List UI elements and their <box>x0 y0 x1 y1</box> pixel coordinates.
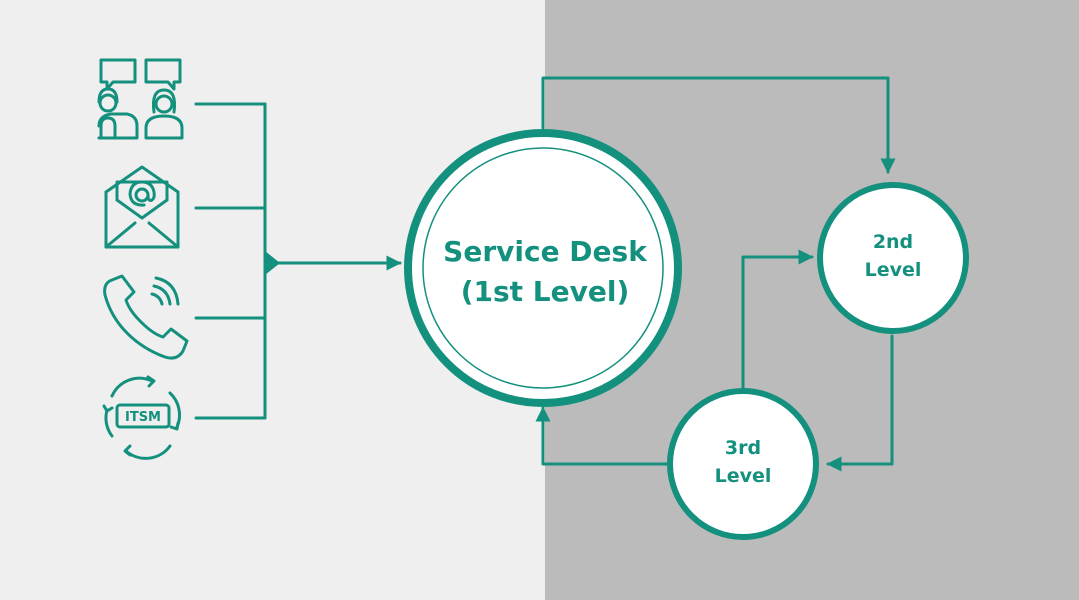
itsm-icon <box>102 375 182 460</box>
second-level-subtitle: Level <box>865 259 922 281</box>
chat-agents-icon <box>97 58 184 140</box>
arrow-third-to-second <box>741 249 814 390</box>
arrow-to-service-desk-return <box>535 406 670 466</box>
third-level-title: 3rd <box>725 437 761 459</box>
junction-marker <box>265 251 280 275</box>
service-desk-title: Service Desk <box>443 235 648 268</box>
itsm-icon-label: ITSM <box>125 410 161 425</box>
second-level-node <box>817 182 969 334</box>
service-desk-subtitle: (1st Level) <box>461 275 630 308</box>
second-level-title: 2nd <box>873 231 913 253</box>
arrow-to-second-level <box>541 76 896 174</box>
service-desk-node <box>404 129 682 407</box>
arrow-to-third-level <box>826 334 894 472</box>
email-icon <box>104 165 180 249</box>
third-level-node <box>667 388 819 540</box>
phone-icon <box>103 274 189 360</box>
third-level-subtitle: Level <box>715 465 772 487</box>
